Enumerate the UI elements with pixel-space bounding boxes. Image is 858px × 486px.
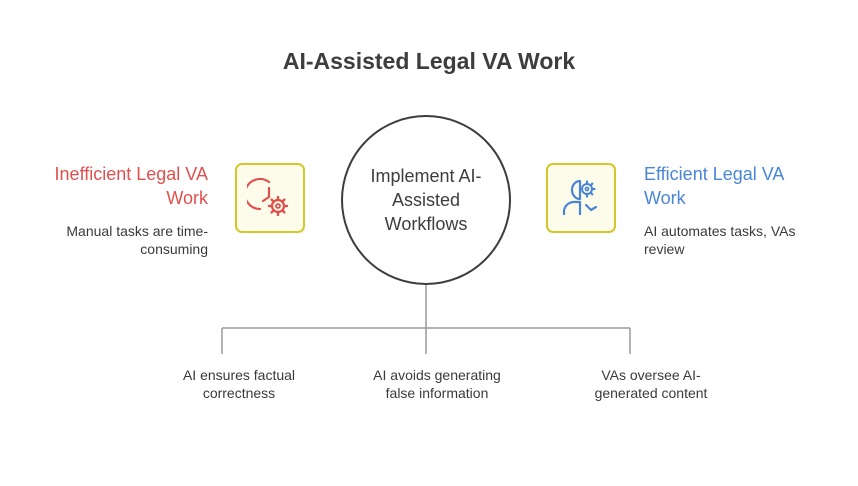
branch-label-1: AI ensures factual correctness [182,367,296,401]
branch-label-3: VAs oversee AI-generated content [594,367,708,401]
center-node: Implement AI-Assisted Workflows [341,115,511,285]
left-description: Manual tasks are time-consuming [66,223,208,257]
person-gear-icon [562,179,598,215]
diagram-title: AI-Assisted Legal VA Work [282,48,576,74]
left-icon-box [235,163,305,233]
center-label: Implement AI-Assisted Workflows [370,166,482,234]
clock-gear-icon [247,177,289,217]
branch-label-2: AI avoids generating false information [373,367,501,401]
right-icon-box [546,163,616,233]
right-title: Efficient Legal VA Work [644,164,784,208]
right-description: AI automates tasks, VAs review [644,223,796,257]
left-title: Inefficient Legal VA Work [54,164,208,208]
